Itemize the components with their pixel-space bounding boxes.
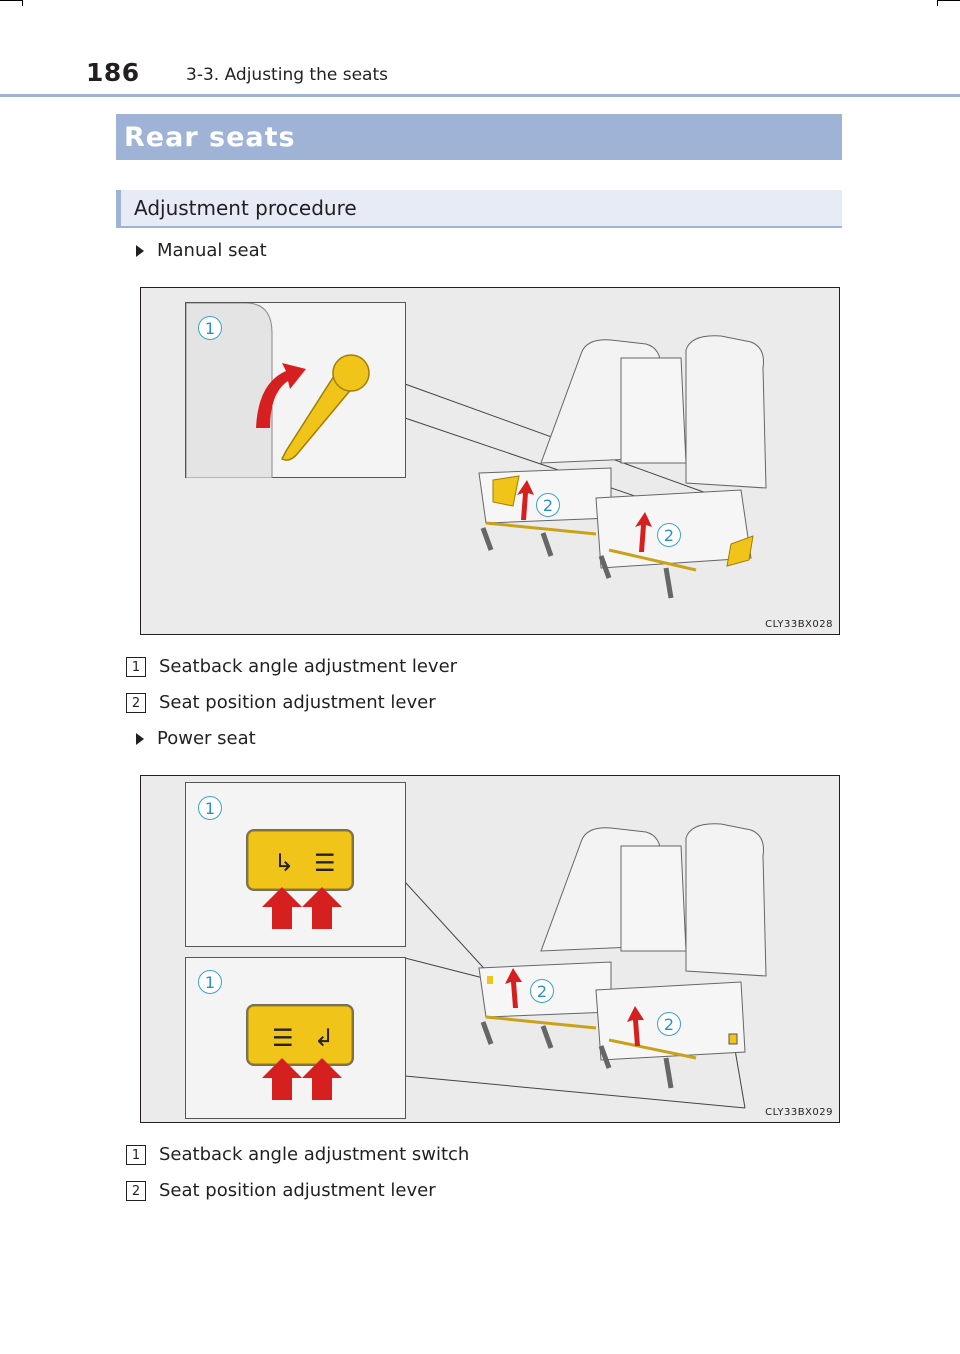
svg-text:☰: ☰ <box>314 849 336 877</box>
red-arrow-icon <box>256 363 306 428</box>
legend-item: 1 Seatback angle adjustment lever <box>126 656 457 677</box>
subsection-title: Adjustment procedure <box>134 196 357 220</box>
section-title: Rear seats <box>124 122 296 153</box>
seat-switch-icon <box>247 1005 353 1065</box>
power-seat-label: Power seat <box>157 728 256 749</box>
manual-seat-heading: Manual seat <box>136 240 267 261</box>
callout-2: 2 <box>530 979 554 1003</box>
power-seat-figure: ↳ ☰ ☰ ↲ 1 1 2 2 CLY33BX029 <box>140 775 840 1123</box>
legend-number: 1 <box>126 1144 146 1165</box>
legend-number: 2 <box>126 692 146 713</box>
legend-item: 2 Seat position adjustment lever <box>126 1180 436 1201</box>
subsection-title-bar: Adjustment procedure <box>116 190 842 228</box>
legend-number: 2 <box>126 1180 146 1201</box>
callout-2: 2 <box>657 523 681 547</box>
legend-item: 1 Seatback angle adjustment switch <box>126 1144 469 1165</box>
section-title-bar: Rear seats <box>116 114 842 160</box>
manual-seat-label: Manual seat <box>157 240 267 261</box>
triangle-bullet-icon <box>136 732 144 745</box>
legend-text: Seat position adjustment lever <box>159 1180 436 1201</box>
crop-mark <box>938 0 960 1</box>
legend-text: Seat position adjustment lever <box>159 692 436 713</box>
callout-1: 1 <box>198 316 222 340</box>
callout-1: 1 <box>198 970 222 994</box>
lever-detail-inset <box>185 302 406 478</box>
legend-text: Seatback angle adjustment switch <box>159 1144 470 1165</box>
triangle-bullet-icon <box>136 244 144 257</box>
legend-text: Seatback angle adjustment lever <box>159 656 458 677</box>
manual-seat-figure: 1 2 2 CLY33BX028 <box>140 287 840 635</box>
callout-2: 2 <box>657 1012 681 1036</box>
power-seat-illustration <box>404 823 767 1109</box>
svg-text:↳: ↳ <box>274 849 294 877</box>
page-number: 186 <box>86 58 140 87</box>
legend-item: 2 Seat position adjustment lever <box>126 692 436 713</box>
callout-2: 2 <box>536 493 560 517</box>
crop-mark <box>22 0 23 6</box>
section-path: 3-3. Adjusting the seats <box>186 65 388 85</box>
figure-code: CLY33BX029 <box>765 1107 833 1118</box>
legend-number: 1 <box>126 656 146 677</box>
callout-1: 1 <box>198 796 222 820</box>
crop-mark <box>0 0 22 1</box>
crop-mark <box>937 0 938 6</box>
seat-switch-icon <box>247 830 353 890</box>
svg-text:↲: ↲ <box>314 1024 334 1052</box>
svg-text:☰: ☰ <box>272 1024 294 1052</box>
figure-code: CLY33BX028 <box>765 619 833 630</box>
header-divider <box>0 94 960 97</box>
power-seat-heading: Power seat <box>136 728 256 749</box>
page-header: 186 3-3. Adjusting the seats <box>0 0 960 100</box>
